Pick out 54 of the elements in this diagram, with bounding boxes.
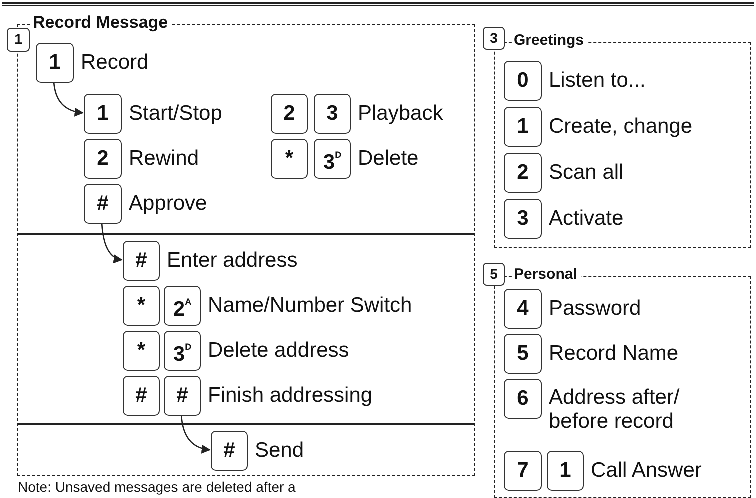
keypad-key: 3: [483, 27, 505, 50]
panel-title: Record Message: [31, 14, 172, 31]
keypad-key: 2: [271, 94, 308, 134]
key-function-label: Scan all: [549, 161, 624, 185]
keypad-key: #: [164, 376, 201, 416]
keypad-key: 2$^{A}$: [164, 286, 201, 326]
keypad-key: 4: [504, 289, 542, 329]
keypad-key: *: [271, 139, 308, 179]
keypad-key: *: [123, 331, 160, 371]
key-function-label: Delete address: [208, 339, 350, 363]
note-text: Note: Unsaved messages are deleted after a: [18, 479, 296, 495]
curved-arrow: [101, 222, 123, 263]
keypad-key: 3$^{D}$: [314, 139, 351, 179]
keypad-key: 7: [504, 451, 542, 491]
keypad-key: 1: [84, 94, 122, 134]
key-function-label: Start/Stop: [129, 102, 222, 126]
key-function-label: Address after/ before record: [549, 386, 681, 434]
keypad-key: 1: [7, 28, 30, 52]
panel-title: Greetings: [512, 33, 588, 48]
key-function-label: Playback: [358, 102, 444, 126]
keypad-key: #: [84, 184, 122, 224]
keypad-key: 1: [36, 43, 74, 83]
keypad-key: 1: [547, 451, 584, 491]
key-function-label: Send: [255, 439, 304, 463]
key-function-label: Approve: [129, 192, 208, 216]
keypad-key: 1: [504, 107, 542, 147]
key-function-label: Create, change: [549, 115, 693, 139]
key-function-label: Delete: [358, 147, 419, 171]
keypad-key: *: [123, 286, 160, 326]
keypad-key: 3$^{D}$: [164, 331, 201, 371]
keypad-key: 3: [314, 94, 351, 134]
key-function-label: Finish addressing: [208, 384, 373, 408]
keypad-key: #: [123, 376, 160, 416]
key-function-label: Record Name: [549, 342, 679, 366]
keypad-key: 3: [504, 199, 542, 239]
key-function-label: Activate: [549, 207, 624, 231]
keypad-key: 0: [504, 61, 542, 101]
key-function-label: Listen to...: [549, 69, 646, 93]
keypad-key: 2: [504, 153, 542, 193]
key-function-label: Call Answer: [591, 459, 702, 483]
key-function-label: Name/Number Switch: [208, 294, 412, 318]
keypad-key: 5: [504, 334, 542, 374]
keypad-key: 5: [483, 263, 505, 286]
key-function-label: Rewind: [129, 147, 200, 171]
key-function-label: Enter address: [167, 249, 298, 273]
keypad-key: #: [123, 241, 160, 281]
key-function-label: Password: [549, 297, 642, 321]
panel-title: Personal: [512, 267, 582, 282]
keypad-key: #: [211, 431, 248, 471]
curved-arrow: [180, 414, 211, 454]
key-function-label: Record: [81, 51, 149, 75]
keypad-key: 2: [84, 139, 122, 179]
keypad-key: 6: [504, 379, 542, 419]
curved-arrow: [53, 82, 84, 117]
